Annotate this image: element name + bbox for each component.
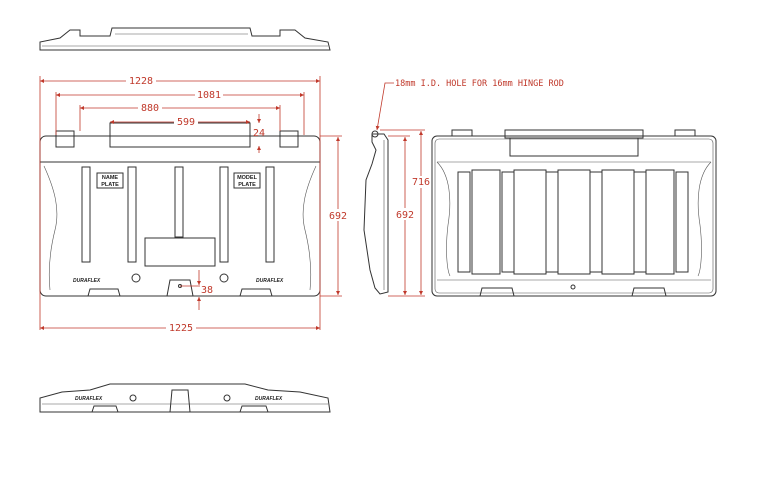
svg-text:692: 692 xyxy=(396,210,414,221)
hinge-hole-note: 18mm I.D. HOLE FOR 16mm HINGE ROD xyxy=(395,79,564,89)
bottom-logo-right: DURAFLEX xyxy=(255,396,283,402)
front-dimensions: 1228 1081 880 599 24 692 38 1225 xyxy=(39,75,348,334)
hinge-right xyxy=(279,130,299,148)
svg-text:MODEL: MODEL xyxy=(237,175,258,181)
svg-text:NAME: NAME xyxy=(102,175,119,181)
svg-text:692: 692 xyxy=(329,211,347,222)
logo-left: DURAFLEX xyxy=(73,278,101,284)
top-view xyxy=(39,27,331,51)
svg-text:1081: 1081 xyxy=(197,90,221,101)
svg-text:38: 38 xyxy=(201,285,213,296)
front-view: NAME PLATE MODEL PLATE DURAFLEX DURAFLEX xyxy=(39,122,321,297)
svg-text:1225: 1225 xyxy=(169,323,193,334)
svg-text:PLATE: PLATE xyxy=(101,182,119,188)
svg-text:24: 24 xyxy=(253,128,265,139)
bottom-view: DURAFLEX DURAFLEX xyxy=(39,383,331,413)
svg-text:599: 599 xyxy=(177,117,195,128)
bottom-logo-left: DURAFLEX xyxy=(75,396,103,402)
hinge-left xyxy=(55,130,75,148)
svg-text:PLATE: PLATE xyxy=(238,182,256,188)
rear-view xyxy=(431,129,717,297)
logo-right: DURAFLEX xyxy=(256,278,284,284)
side-view: 18mm I.D. HOLE FOR 16mm HINGE ROD 716 69… xyxy=(363,79,564,297)
svg-text:880: 880 xyxy=(141,103,159,114)
model-plate: MODEL PLATE xyxy=(233,172,261,189)
svg-text:1228: 1228 xyxy=(129,76,153,87)
name-plate: NAME PLATE xyxy=(96,172,124,189)
svg-text:716: 716 xyxy=(412,177,430,188)
